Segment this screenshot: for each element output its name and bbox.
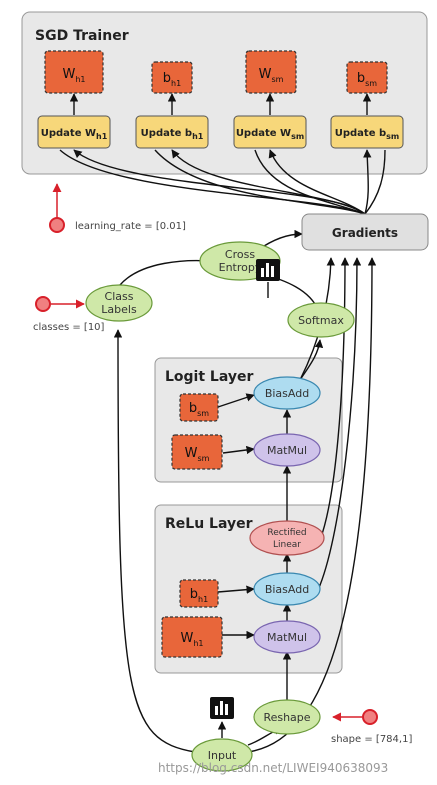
svg-text:Wsm: Wsm	[259, 67, 284, 84]
svg-text:MatMul: MatMul	[267, 444, 307, 457]
svg-text:bsm: bsm	[189, 401, 209, 418]
logit-w-sm-variable: Wsm	[171, 434, 223, 470]
learning-rate-label: learning_rate = [0.01]	[75, 221, 186, 232]
variable-w-h1: Wh1	[44, 50, 104, 94]
relu-w-h1-variable: Wh1	[161, 616, 223, 658]
svg-text:MatMul: MatMul	[267, 631, 307, 644]
svg-text:Linear: Linear	[273, 540, 301, 550]
watermark: https://blog.csdn.net/LIWEI940638093	[158, 761, 388, 775]
svg-text:Entropy: Entropy	[219, 261, 262, 274]
svg-text:BiasAdd: BiasAdd	[265, 583, 309, 596]
update-w-h1-op: Update Wh1	[37, 115, 111, 149]
learning-rate-param: learning_rate = [0.01]	[49, 183, 186, 233]
svg-text:Update Wsm: Update Wsm	[236, 128, 304, 141]
svg-text:Update bh1: Update bh1	[141, 128, 204, 141]
logit-biasadd-node: BiasAdd	[253, 376, 321, 410]
input-node: Input	[191, 738, 253, 772]
svg-text:Labels: Labels	[101, 303, 137, 316]
logit-b-sm-variable: bsm	[179, 393, 219, 422]
softmax-node: Softmax	[287, 302, 355, 338]
svg-text:Softmax: Softmax	[298, 314, 344, 327]
gradients-node: Gradients	[301, 213, 429, 251]
softmax-summary-icon	[256, 259, 280, 281]
relu-matmul-node: MatMul	[253, 620, 321, 654]
relu-b-h1-variable: bh1	[179, 579, 219, 608]
update-b-h1-op: Update bh1	[135, 115, 209, 149]
rectified-linear-node: Rectified Linear	[249, 520, 325, 556]
variable-w-sm: Wsm	[245, 50, 297, 94]
logit-layer-title: Logit Layer	[165, 369, 253, 385]
update-ops: Update Wh1 Update bh1 Update Wsm Update …	[37, 115, 404, 149]
relu-biasadd-node: BiasAdd	[253, 572, 321, 606]
sgd-trainer-title: SGD Trainer	[35, 28, 129, 44]
svg-text:Rectified: Rectified	[267, 528, 306, 538]
reshape-node: Reshape	[253, 699, 321, 735]
svg-text:Wh1: Wh1	[180, 631, 203, 648]
variable-b-h1: bh1	[151, 61, 193, 94]
svg-text:bh1: bh1	[163, 71, 181, 88]
class-labels-node: Class Labels	[85, 284, 153, 322]
svg-text:Input: Input	[208, 749, 237, 762]
svg-text:Class: Class	[105, 290, 134, 303]
svg-text:bsm: bsm	[357, 71, 377, 88]
svg-text:Gradients: Gradients	[332, 226, 398, 240]
update-b-sm-op: Update bsm	[330, 115, 404, 149]
svg-text:Update bsm: Update bsm	[335, 128, 400, 141]
svg-text:Reshape: Reshape	[263, 711, 310, 724]
sgd-trainer-group: SGD Trainer	[21, 11, 428, 175]
shape-label: shape = [784,1]	[331, 734, 412, 745]
variable-b-sm: bsm	[346, 61, 388, 94]
svg-text:Wh1: Wh1	[62, 67, 85, 84]
input-summary-icon	[210, 697, 234, 719]
svg-text:BiasAdd: BiasAdd	[265, 387, 309, 400]
shape-param: shape = [784,1]	[331, 709, 412, 745]
svg-text:bh1: bh1	[190, 587, 208, 604]
update-w-sm-op: Update Wsm	[233, 115, 307, 149]
classes-param: classes = [10]	[33, 296, 105, 333]
svg-text:Cross: Cross	[225, 248, 255, 261]
classes-label: classes = [10]	[33, 322, 105, 333]
svg-text:Update Wh1: Update Wh1	[41, 128, 108, 141]
svg-text:Wsm: Wsm	[185, 446, 210, 463]
relu-layer-title: ReLu Layer	[165, 516, 253, 532]
trainer-variables: Wh1 bh1 Wsm bsm	[44, 50, 388, 94]
logit-matmul-node: MatMul	[253, 433, 321, 467]
